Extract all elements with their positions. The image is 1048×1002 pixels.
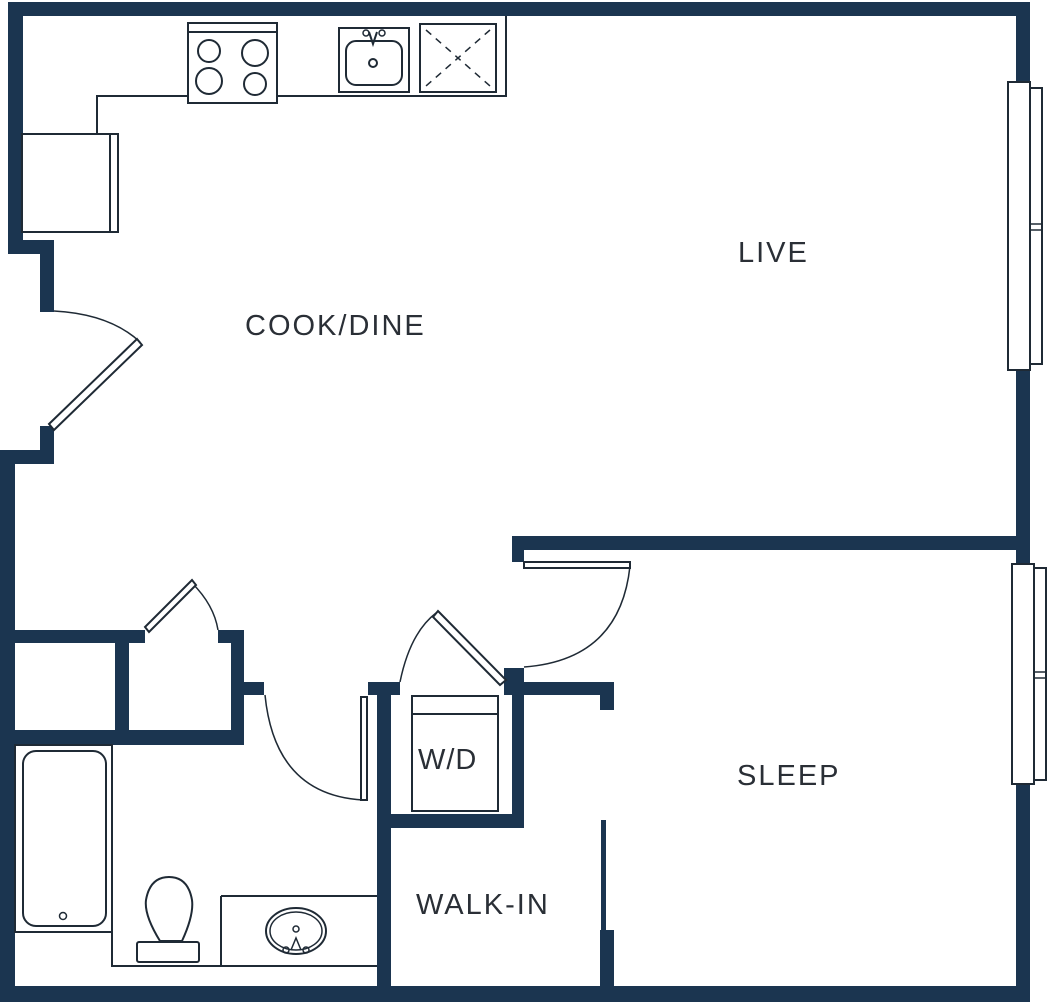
- refrigerator-icon: [21, 133, 119, 233]
- laundry-door-icon: [399, 609, 508, 687]
- interior-walls: [0, 536, 1030, 992]
- bathroom-door-icon: [264, 694, 368, 801]
- washer-dryer-icon: [411, 695, 499, 812]
- bathroom-floor-outline: [111, 895, 377, 967]
- kitchen-counter: [96, 16, 507, 134]
- dishwasher-icon: [419, 23, 497, 93]
- bedroom-door-icon: [523, 561, 631, 668]
- room-label-cook-dine: COOK/DINE: [245, 310, 426, 342]
- room-label-live: LIVE: [738, 237, 809, 269]
- entry-door-icon: [47, 310, 144, 432]
- window-live: [1007, 81, 1043, 371]
- range-icon: [187, 22, 278, 104]
- kitchen-sink-icon: [338, 27, 410, 93]
- toilet-icon: [136, 875, 200, 963]
- bathtub-icon: [14, 744, 113, 933]
- bathroom-sink-icon: [265, 907, 327, 955]
- room-label-walk-in: WALK-IN: [416, 889, 550, 921]
- room-label-sleep: SLEEP: [737, 760, 841, 792]
- window-sleep: [1011, 563, 1047, 785]
- room-label-laundry: W/D: [418, 744, 478, 776]
- closet-door-icon: [143, 578, 219, 634]
